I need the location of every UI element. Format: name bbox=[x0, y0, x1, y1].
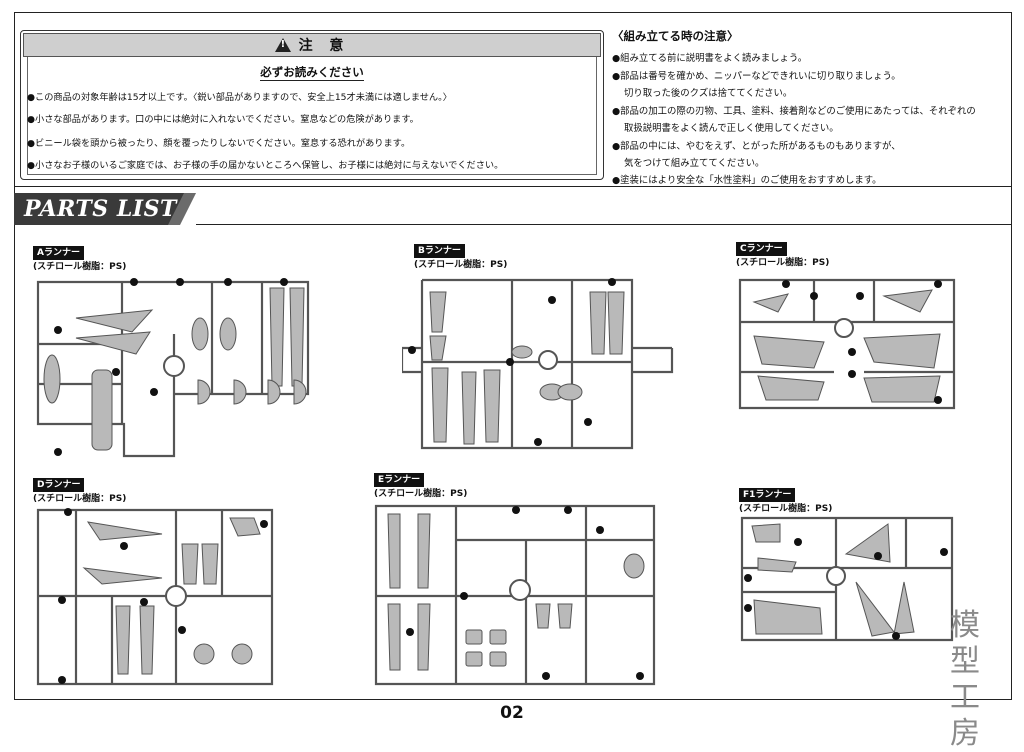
caution-header: 注 意 bbox=[23, 33, 601, 57]
caution-line: ●小さな部品があります。口の中には絶対に入れないでください。窒息などの危険があり… bbox=[27, 114, 419, 125]
runner-e-material: (スチロール樹脂：PS) bbox=[374, 489, 468, 499]
runner-f1-tag: F1ランナー bbox=[739, 488, 796, 502]
parts-list-title: PARTS LIST bbox=[24, 196, 177, 222]
assembly-note: ●塗装にはより安全な「水性塗料」のご使用をおすすめします。 bbox=[612, 175, 882, 186]
runner-f1-diagram bbox=[740, 516, 954, 642]
assembly-note: ●部品の加工の際の刃物、工具、塗料、接着剤などのご使用にあたっては、それぞれの bbox=[612, 106, 976, 117]
watermark: 模 型 工 房 bbox=[950, 608, 986, 751]
caution-box: 注 意 必ずお読みください ●この商品の対象年齢は15才以上です。〈鋭い部品があ… bbox=[20, 30, 604, 180]
page-frame bbox=[14, 12, 1012, 700]
assembly-note: ●部品は番号を確かめ、ニッパーなどできれいに切り取りましょう。 bbox=[612, 71, 901, 82]
runner-e-tag: Eランナー bbox=[374, 473, 425, 487]
runner-b-tag: Bランナー bbox=[414, 244, 465, 258]
assembly-note: 気をつけて組み立ててください。 bbox=[624, 158, 765, 169]
section-divider bbox=[14, 186, 1012, 187]
caution-line: ●この商品の対象年齢は15才以上です。〈鋭い部品がありますので、安全上15才未満… bbox=[27, 92, 452, 103]
assembly-note: ●部品の中には、やむをえず、とがった所があるものもありますが、 bbox=[612, 141, 901, 152]
runner-c-tag: Cランナー bbox=[736, 242, 787, 256]
runner-f1-material: (スチロール樹脂：PS) bbox=[739, 504, 833, 514]
caution-subtitle: 必ずお読みください bbox=[260, 65, 364, 81]
runner-c-diagram bbox=[738, 278, 956, 410]
runner-b-diagram bbox=[402, 278, 674, 450]
runner-c-material: (スチロール樹脂：PS) bbox=[736, 258, 830, 268]
parts-list-banner bbox=[14, 193, 196, 225]
runner-e-diagram bbox=[374, 504, 656, 686]
runner-a-tag: Aランナー bbox=[33, 246, 84, 260]
parts-list-rule bbox=[196, 224, 1012, 225]
assembly-note: ●組み立てる前に説明書をよく読みましょう。 bbox=[612, 53, 808, 64]
page-number: 02 bbox=[500, 703, 524, 723]
runner-d-diagram bbox=[36, 508, 274, 686]
caution-line: ●ビニール袋を頭から被ったり、顔を覆ったりしないでください。窒息する恐れがありま… bbox=[27, 138, 411, 149]
assembly-note: 取扱説明書をよく読んで正しく使用してください。 bbox=[624, 123, 839, 134]
caution-title: 注 意 bbox=[298, 38, 350, 54]
runner-a-diagram bbox=[36, 278, 310, 458]
assembly-note: 切り取った後のクズは捨ててください。 bbox=[624, 88, 793, 99]
caution-line: ●小さなお子様のいるご家庭では、お子様の手の届かないところへ保管し、お子様には絶… bbox=[27, 160, 504, 171]
runner-d-material: (スチロール樹脂：PS) bbox=[33, 494, 127, 504]
runner-d-tag: Dランナー bbox=[33, 478, 85, 492]
warning-icon bbox=[274, 38, 291, 52]
runner-a-material: (スチロール樹脂：PS) bbox=[33, 262, 127, 272]
runner-b-material: (スチロール樹脂：PS) bbox=[414, 260, 508, 270]
assembly-notes-title: 〈組み立てる時の注意〉 bbox=[612, 29, 739, 43]
